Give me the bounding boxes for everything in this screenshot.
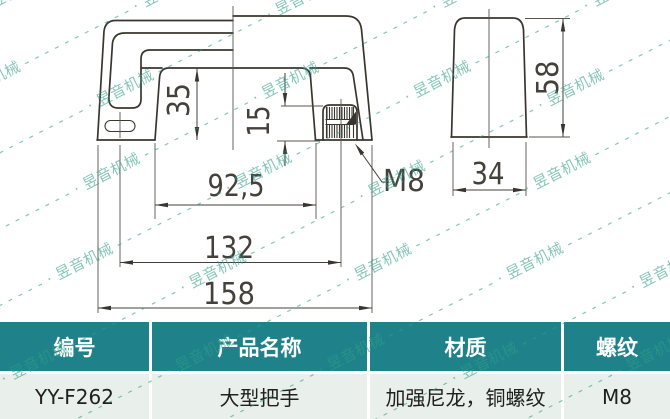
front-view [96, 15, 373, 141]
value-cell-product: 大型把手 [152, 374, 367, 419]
knurl-top-band [326, 107, 353, 119]
knurl-bottom-band [326, 124, 351, 138]
insert-extension-lines [277, 105, 323, 142]
header-cell-product: 产品名称 [152, 322, 367, 371]
dim-15-label: 15 [242, 106, 277, 137]
dim-92-5-label: 92,5 [208, 169, 265, 204]
front-inner-right-leg [309, 67, 364, 141]
technical-drawing: 35 15 92,5 132 158 [96, 6, 570, 313]
front-outer-left [96, 19, 234, 141]
value-cell-thread: M8 [564, 374, 670, 419]
insert-pocket [322, 104, 358, 141]
dimension-15: 15 [242, 73, 288, 166]
header-cell-material: 材质 [370, 322, 561, 371]
header-cell-number: 编号 [0, 322, 149, 371]
dimension-92-5: 92,5 [155, 169, 316, 208]
header-cell-thread: 螺纹 [564, 322, 670, 371]
extension-lines [97, 143, 373, 313]
construction-lines [97, 6, 570, 313]
dim-132-label: 132 [204, 231, 254, 266]
front-outer-right [232, 15, 373, 141]
thread-callout-m8: M8 [355, 143, 425, 199]
value-cell-number: YY-F262 [0, 374, 149, 419]
dimension-58: 58 [531, 18, 566, 137]
dimension-35: 35 [162, 68, 200, 140]
dim-34-label: 34 [472, 157, 505, 192]
dimension-34: 34 [453, 157, 526, 193]
dimension-158: 158 [98, 277, 372, 312]
value-cell-material: 加强尼龙，铜螺纹 [370, 374, 561, 419]
spec-table: 编号 产品名称 材质 螺纹 YY-F262 大型把手 加强尼龙，铜螺纹 M8 [0, 322, 670, 419]
m8-label: M8 [383, 164, 425, 199]
insert-chamfer [346, 111, 356, 125]
front-opening [154, 67, 317, 141]
front-inner-rib [108, 32, 234, 109]
dimension-132: 132 [120, 231, 341, 266]
dim-58-label: 58 [531, 61, 566, 96]
dim-35-label: 35 [162, 83, 197, 117]
side-extension-lines [452, 18, 570, 196]
dim-158-label: 158 [203, 277, 255, 312]
